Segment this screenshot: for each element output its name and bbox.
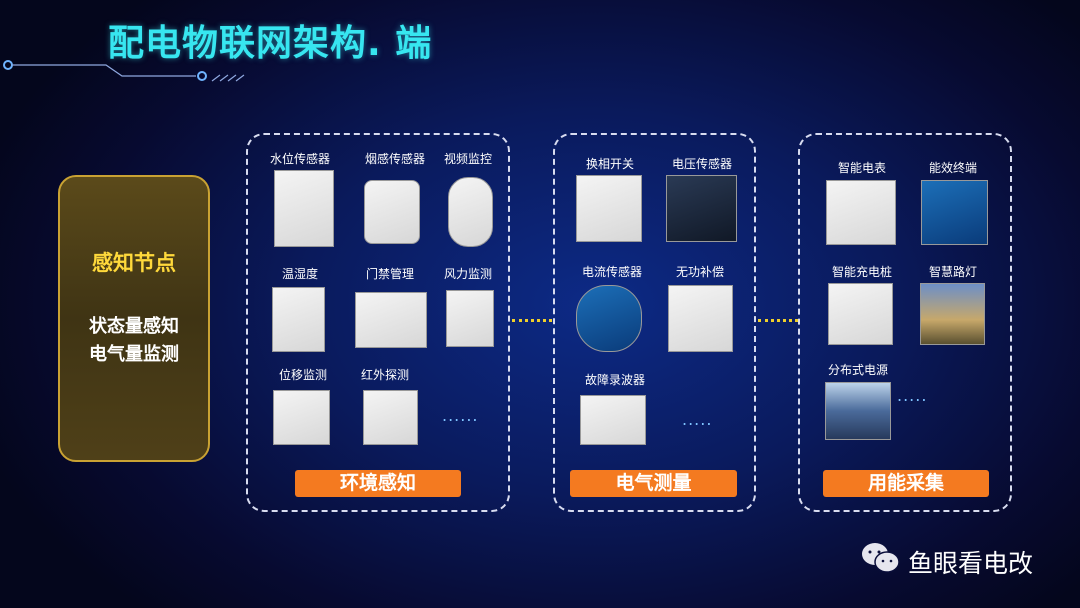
item-label: 电流传感器 (581, 265, 643, 279)
node-line: 电气量监测 (89, 344, 179, 365)
item-label: 无功补偿 (675, 265, 725, 279)
item-label: 视频监控 (443, 152, 493, 166)
panel-environment (246, 133, 510, 512)
smart-meter-image (826, 180, 896, 245)
energy-terminal-image (921, 180, 988, 245)
item-label: 温湿度 (281, 267, 319, 281)
panel-energy (798, 133, 1012, 512)
street-light-image (920, 283, 985, 345)
smoke-sensor-image (364, 180, 420, 244)
connector-line (758, 319, 798, 322)
solar-panel-image (825, 382, 891, 440)
energy-collection-button[interactable]: 用能采集 (823, 470, 989, 497)
more-ellipsis: ..... (897, 386, 928, 405)
camera-image (448, 177, 493, 247)
current-sensor-image (576, 285, 642, 352)
displacement-sensor-image (273, 390, 330, 445)
charging-pile-image (828, 283, 893, 345)
panel-electrical (553, 133, 756, 512)
electrical-measurement-button[interactable]: 电气测量 (570, 470, 737, 497)
water-level-sensor-image (274, 170, 334, 247)
item-label: 烟感传感器 (364, 152, 426, 166)
circuit-decoration (3, 60, 245, 82)
access-control-image (355, 292, 427, 348)
environment-sensing-button[interactable]: 环境感知 (295, 470, 461, 497)
connector-line (512, 319, 552, 322)
item-label: 智能电表 (837, 161, 887, 175)
node-line: 状态量感知 (89, 316, 179, 337)
item-label: 红外探测 (360, 368, 410, 382)
item-label: 智慧路灯 (928, 265, 978, 279)
node-heading: 感知节点 (92, 251, 176, 275)
more-ellipsis: ..... (682, 410, 713, 429)
item-label: 风力监测 (443, 267, 493, 281)
sensing-node-box: 感知节点 状态量感知 电气量监测 (58, 175, 210, 462)
page-title: 配电物联网架构. 端 (108, 23, 433, 64)
item-label: 门禁管理 (365, 267, 415, 281)
anemometer-image (446, 290, 494, 347)
phase-switch-image (576, 175, 642, 242)
infrared-detector-image (363, 390, 418, 445)
item-label: 水位传感器 (269, 152, 331, 166)
item-label: 换相开关 (585, 157, 635, 171)
voltage-sensor-image (666, 175, 737, 242)
watermark: 鱼眼看电改 (908, 549, 1034, 578)
thermo-hygrometer-image (272, 287, 325, 352)
item-label: 分布式电源 (827, 363, 889, 377)
item-label: 智能充电桩 (831, 265, 893, 279)
fault-recorder-image (580, 395, 646, 445)
item-label: 位移监测 (278, 368, 328, 382)
item-label: 能效终端 (928, 161, 978, 175)
more-ellipsis: ...... (442, 406, 479, 425)
wechat-icon (862, 543, 900, 573)
item-label: 电压传感器 (671, 157, 733, 171)
reactive-compensation-image (668, 285, 733, 352)
item-label: 故障录波器 (584, 373, 646, 387)
